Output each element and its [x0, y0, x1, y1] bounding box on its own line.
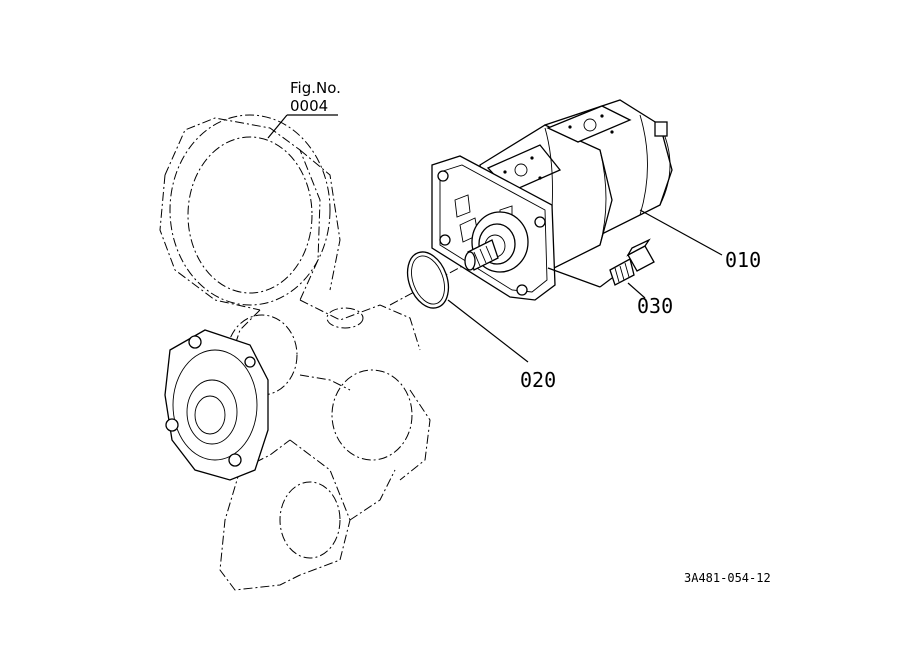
callout-020: 020 — [520, 368, 556, 392]
o-ring — [406, 251, 450, 309]
fig-label: Fig.No. — [290, 79, 341, 97]
callout-030: 030 — [637, 294, 673, 318]
fig-number: 0004 — [290, 97, 328, 115]
hydraulic-pump — [431, 99, 673, 301]
callout-010: 010 — [725, 248, 761, 272]
drawing-id: 3A481-054-12 — [684, 571, 771, 585]
leader-lines — [267, 114, 723, 363]
flange-bolt — [609, 238, 655, 286]
gear-case-housing-ghost — [159, 114, 471, 591]
cover-plate — [164, 329, 269, 481]
